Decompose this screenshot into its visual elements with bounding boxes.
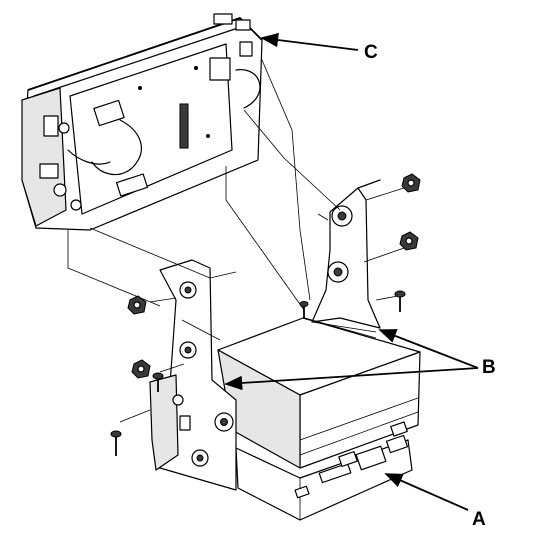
arrow-icon [260,32,359,51]
bolt-icon [399,231,419,251]
screw-icon [110,430,122,456]
control-panel [21,13,263,231]
screw-icon [299,301,309,318]
arrow-icon [378,329,479,369]
alignment-lines [67,59,405,423]
bolt-icon [127,295,147,315]
screw-icon [152,372,164,392]
arrow-icon [224,367,479,391]
bolt-icon [401,173,421,193]
bracket-right [304,179,381,339]
callout-label-c: C [364,42,378,63]
unit-box [217,317,421,521]
arrow-icon [384,473,469,511]
callout-label-a: A [472,509,486,530]
screw-icon [394,290,406,312]
callout-label-b: B [482,357,496,378]
bolt-icon [131,359,151,379]
bracket-left [149,259,237,491]
connector-ports [294,421,409,499]
